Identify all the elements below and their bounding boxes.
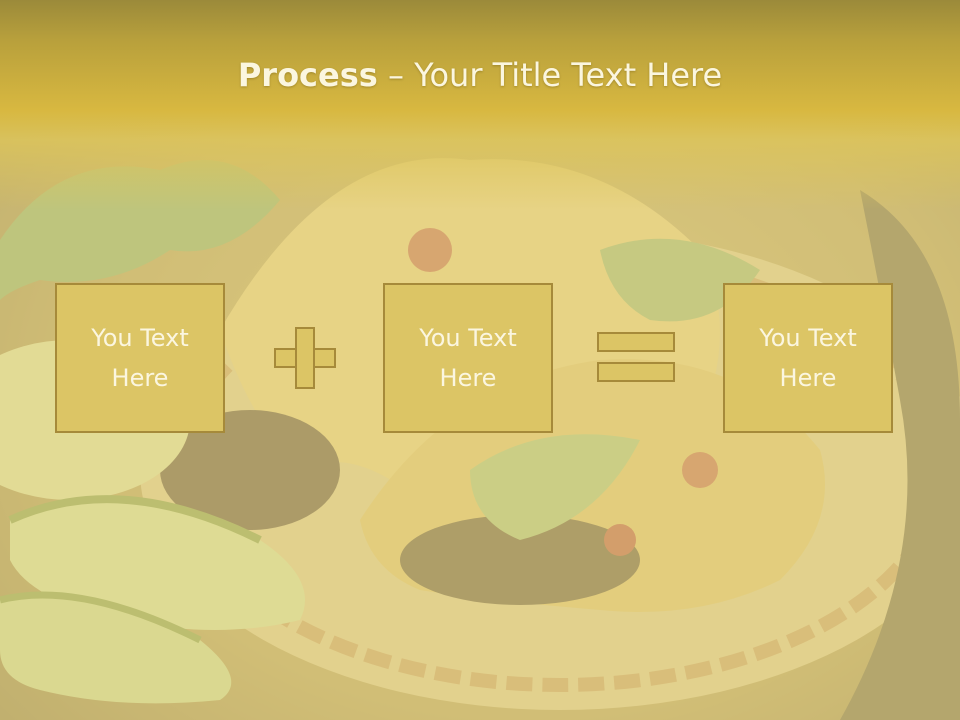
process-box-1: You Text Here <box>55 283 225 433</box>
process-box-2-text: You Text Here <box>419 318 517 398</box>
process-box-3-text: You Text Here <box>759 318 857 398</box>
process-box-2-line-2: Here <box>439 364 497 392</box>
process-box-1-line-1: You Text <box>91 324 189 352</box>
process-box-2: You Text Here <box>383 283 553 433</box>
process-box-1-text: You Text Here <box>91 318 189 398</box>
equals-icon-top-bar <box>597 332 675 352</box>
plus-icon <box>274 327 336 389</box>
equals-icon <box>597 332 675 384</box>
slide-title: Process – Your Title Text Here <box>0 52 960 98</box>
process-box-3-line-1: You Text <box>759 324 857 352</box>
process-box-3: You Text Here <box>723 283 893 433</box>
plus-icon-center <box>297 350 313 366</box>
title-rest-part: – Your Title Text Here <box>377 56 723 94</box>
title-bold-part: Process <box>237 56 378 94</box>
process-box-2-line-1: You Text <box>419 324 517 352</box>
process-box-3-line-2: Here <box>779 364 837 392</box>
equals-icon-bottom-bar <box>597 362 675 382</box>
title-band <box>0 0 960 210</box>
process-box-1-line-2: Here <box>111 364 169 392</box>
